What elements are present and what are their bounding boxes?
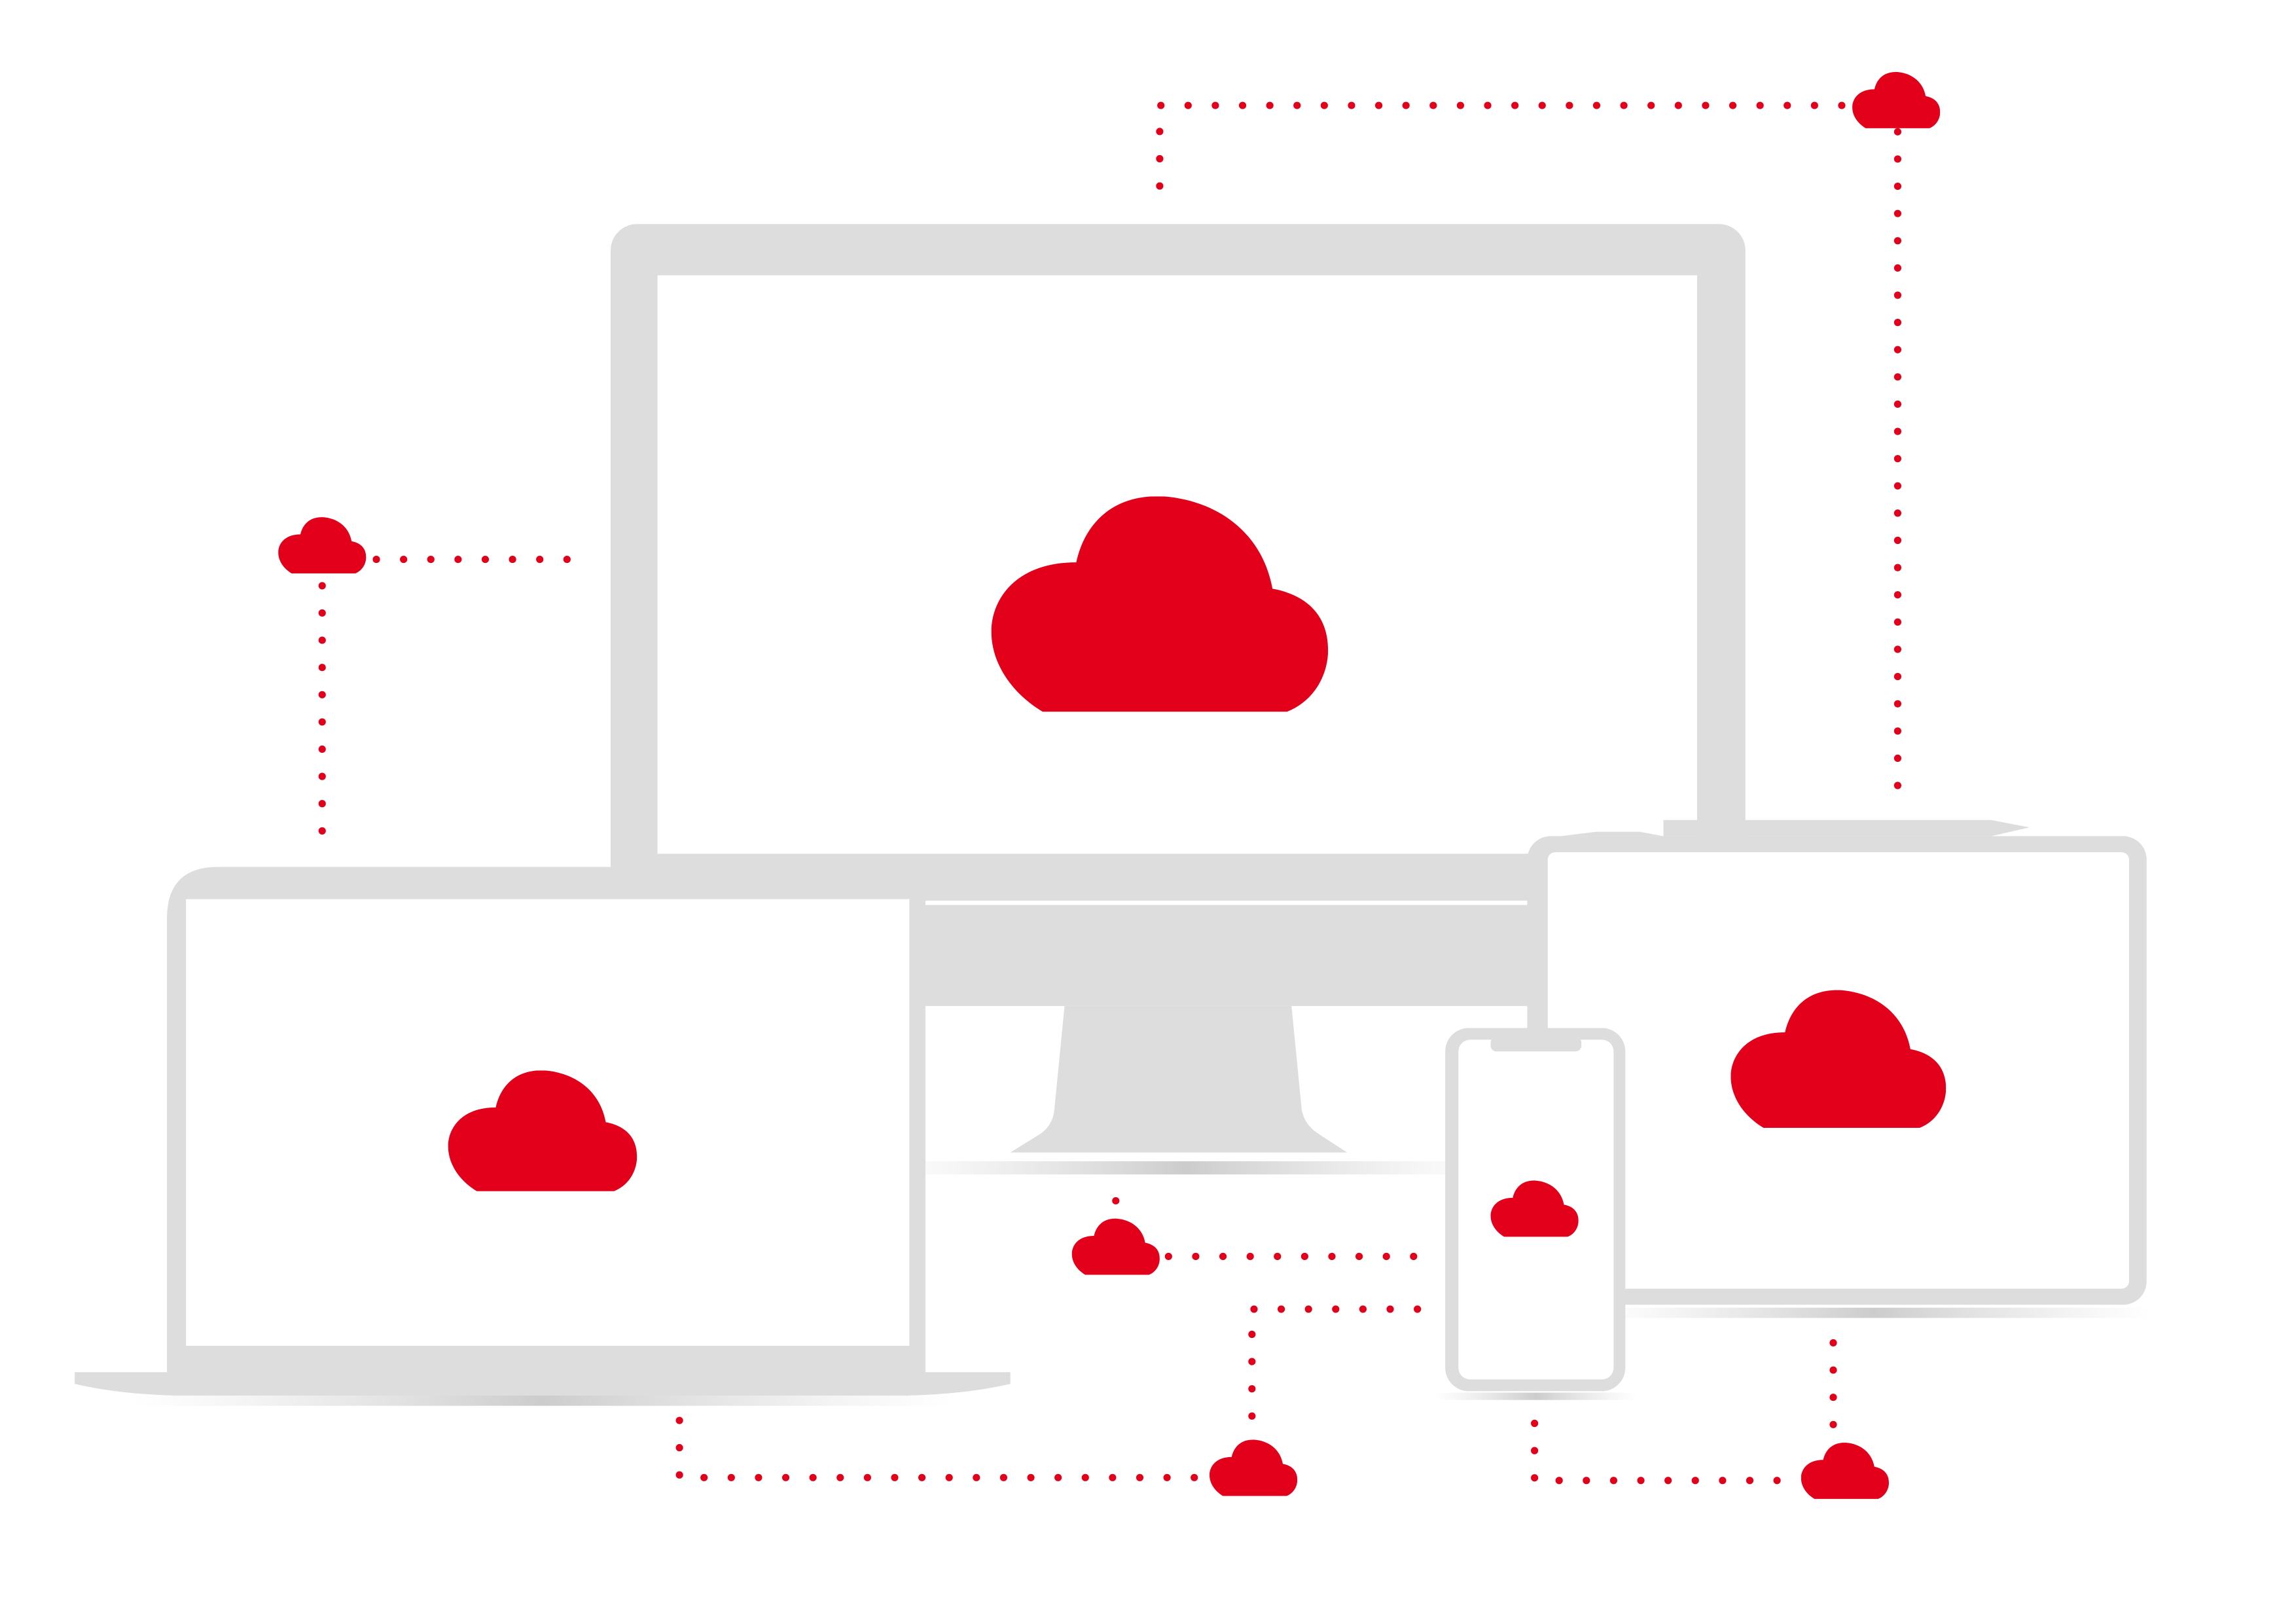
monitor-chin-line: [657, 900, 1697, 905]
laptop-shadow: [132, 1396, 952, 1406]
phone-shadow: [1435, 1392, 1638, 1400]
monitor-base-shadow: [878, 1161, 1494, 1175]
cloud-icon: [278, 517, 367, 573]
cloud-icon: [1209, 1439, 1298, 1496]
cloud-icon: [1801, 1442, 1889, 1499]
monitor-stand: [1010, 1005, 1348, 1153]
laptop-base: [75, 1372, 1011, 1396]
cloud-icon: [1071, 1218, 1160, 1275]
dotted-connector: [675, 1416, 1205, 1481]
dotted-connector: [1531, 1419, 1787, 1485]
dotted-connector: [1248, 1305, 1422, 1428]
dotted-connector: [1156, 101, 1849, 190]
tablet-buttons: [1560, 820, 2030, 837]
tablet-shadow: [1596, 1307, 2153, 1318]
phone-notch: [1490, 1036, 1582, 1052]
cloud-icon: [1852, 71, 1941, 128]
